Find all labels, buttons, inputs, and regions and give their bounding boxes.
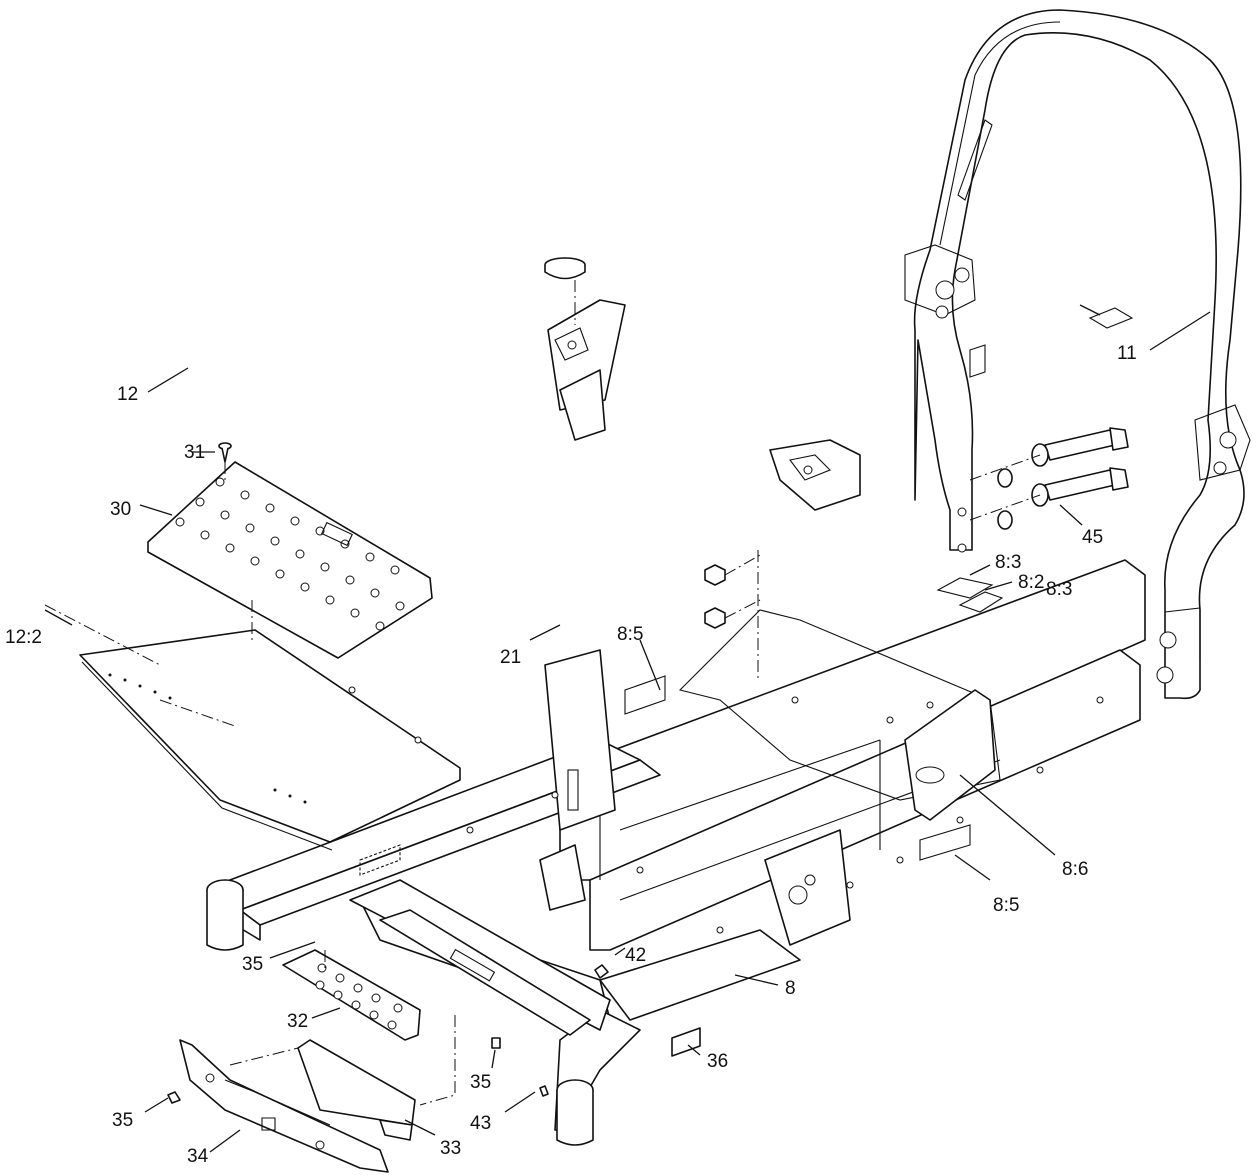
- callout-12: 12: [117, 384, 138, 405]
- frame-nuts: [704, 550, 761, 680]
- floor-plate-grip-holes: [175, 477, 405, 631]
- front-bracket: [229, 1015, 456, 1141]
- callout-31: 31: [184, 442, 205, 463]
- small-hardware: [167, 964, 701, 1104]
- callout-32: 32: [287, 1011, 308, 1032]
- callout-8: 8: [785, 978, 796, 999]
- callout-8-6: 8:6: [1062, 859, 1088, 880]
- foot-plate: [282, 949, 421, 1041]
- callout-21: 21: [500, 647, 521, 668]
- callout-35-upper: 35: [242, 954, 263, 975]
- leader-lines: [44, 304, 1211, 1153]
- callout-35-lower: 35: [112, 1110, 133, 1131]
- decal-set: [624, 307, 1134, 861]
- floor-plate: [147, 461, 433, 659]
- callout-8-2: 8:2: [1018, 572, 1044, 593]
- frame-holes: [466, 696, 1104, 934]
- callout-11: 11: [1117, 343, 1137, 364]
- main-frame: [206, 559, 1146, 1146]
- callout-33: 33: [440, 1138, 461, 1159]
- floor-pan: [44, 604, 461, 851]
- control-handle-grip: [544, 257, 586, 325]
- control-pivot-brackets: [547, 299, 861, 511]
- footrest-bracket: [349, 879, 611, 1036]
- callout-42: 42: [625, 945, 646, 966]
- callout-labels: 11 31 30 45 8:3 8:2 12:2 8:5 21 8:3 12 8…: [5, 343, 1137, 1167]
- callout-30: 30: [110, 499, 131, 520]
- callout-12-2: 12:2: [5, 627, 42, 648]
- callout-8-3-right: 8:3: [1046, 579, 1072, 600]
- callout-8-5-left: 8:5: [617, 624, 643, 645]
- callout-34: 34: [187, 1146, 209, 1167]
- callout-8-3-upper: 8:3: [995, 552, 1021, 573]
- roll-over-bar: [904, 9, 1251, 700]
- front-bumper: [179, 1039, 389, 1173]
- flat-head-screw: [218, 442, 253, 640]
- callout-43: 43: [470, 1113, 491, 1134]
- callout-35-middle: 35: [470, 1072, 491, 1093]
- callout-45: 45: [1082, 527, 1103, 548]
- callout-36: 36: [707, 1051, 728, 1072]
- callout-8-5-right: 8:5: [993, 895, 1019, 916]
- bolt-and-washer-set: [969, 427, 1129, 530]
